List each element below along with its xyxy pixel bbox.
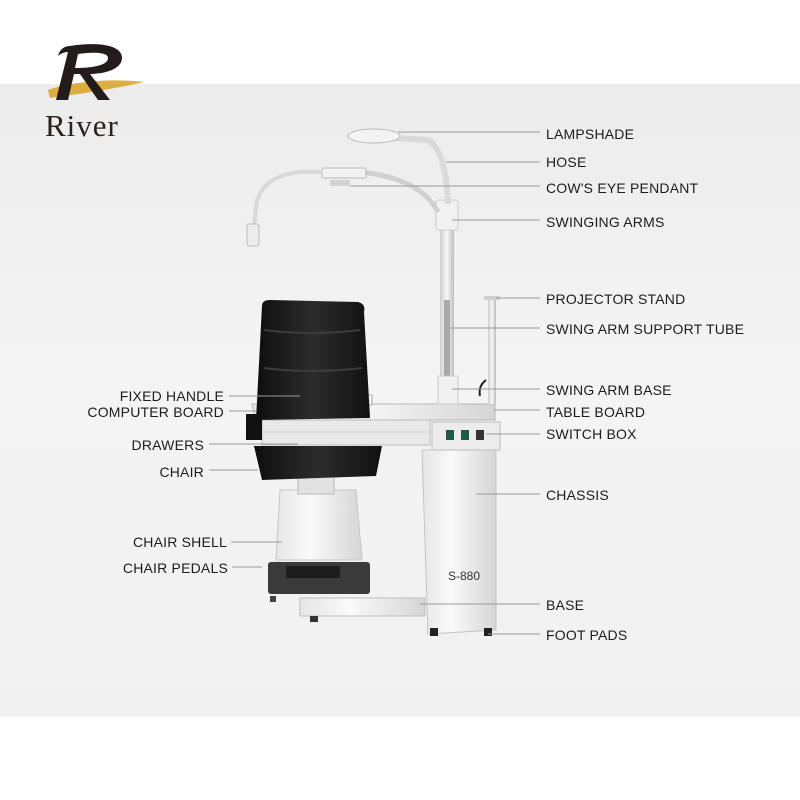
- label-base: BASE: [546, 597, 585, 613]
- label-computer-board: COMPUTER BOARD: [87, 404, 224, 420]
- brand-name: River: [45, 108, 119, 143]
- label-drawers: DRAWERS: [131, 437, 204, 453]
- label-lampshade: LAMPSHADE: [546, 126, 635, 142]
- label-chair: CHAIR: [159, 464, 204, 480]
- label-swinging-arms: SWINGING ARMS: [546, 214, 665, 230]
- label-cows-eye-pendant: COW'S EYE PENDANT: [546, 180, 699, 196]
- label-hose: HOSE: [546, 154, 587, 170]
- label-table-board: TABLE BOARD: [546, 404, 646, 420]
- label-fixed-handle: FIXED HANDLE: [119, 388, 224, 404]
- label-chassis: CHASSIS: [546, 487, 609, 503]
- label-projector-stand: PROJECTOR STAND: [546, 291, 686, 307]
- label-swing-arm-base: SWING ARM BASE: [546, 382, 672, 398]
- label-foot-pads: FOOT PADS: [546, 627, 628, 643]
- label-chair-pedals: CHAIR PEDALS: [122, 560, 228, 576]
- label-swing-arm-support-tube: SWING ARM SUPPORT TUBE: [546, 321, 745, 337]
- model-code: S-880: [448, 569, 480, 583]
- label-switch-box: SWITCH BOX: [546, 426, 637, 442]
- label-chair-shell: CHAIR SHELL: [132, 534, 227, 550]
- river-logo-icon: [48, 44, 144, 100]
